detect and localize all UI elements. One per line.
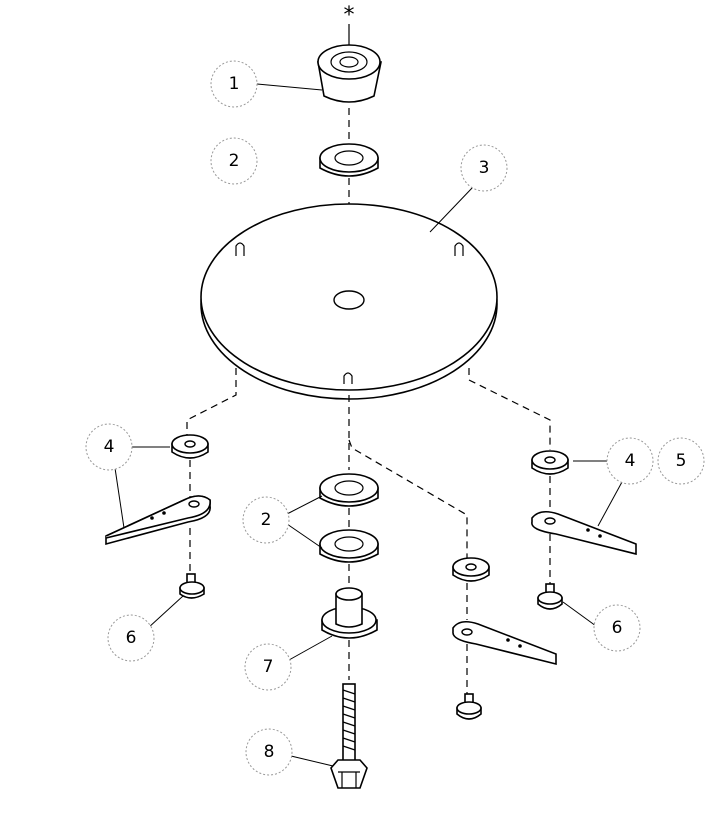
callout-4-left: 4 <box>85 423 133 471</box>
leader-8 <box>290 755 334 767</box>
callout-4-left-label: 4 <box>104 437 115 457</box>
callout-7-label: 7 <box>263 657 274 677</box>
callout-3: 3 <box>460 144 508 192</box>
part-7-bushing <box>321 587 378 639</box>
callout-7: 7 <box>244 643 292 691</box>
top-marker: * <box>344 3 355 28</box>
part-4-washer-right <box>531 450 569 475</box>
callout-6-left: 6 <box>107 614 155 662</box>
callout-5: 5 <box>657 437 705 485</box>
leader-7 <box>288 635 333 661</box>
callout-1-label: 1 <box>229 74 240 94</box>
part-lever-mid-right <box>452 620 557 666</box>
callout-2-top: 2 <box>210 137 258 185</box>
part-lever-right <box>531 510 637 556</box>
callout-4-right: 4 <box>606 437 654 485</box>
callout-2-bottom-label: 2 <box>261 510 272 530</box>
callout-2-top-label: 2 <box>229 151 240 171</box>
axis-dash-right <box>468 368 551 450</box>
leader-2b-upper <box>286 495 323 515</box>
part-2-washer-mid-1 <box>319 473 379 507</box>
callout-5-label: 5 <box>676 451 687 471</box>
leader-4a-lever <box>114 467 125 529</box>
leader-1 <box>256 83 323 91</box>
part-6-screw-right <box>537 583 563 610</box>
part-8-bolt <box>330 683 368 789</box>
part-4-washer-left <box>171 434 209 459</box>
leader-6b <box>562 601 597 627</box>
part-2-washer-top <box>319 143 379 177</box>
callout-6-left-label: 6 <box>126 628 137 648</box>
axis-dash-left <box>186 368 237 440</box>
part-washer-mid-right <box>452 557 490 582</box>
axis-dash-mid-right <box>348 439 468 560</box>
part-6-screw-left <box>179 573 205 599</box>
callout-6-right-label: 6 <box>612 618 623 638</box>
callout-2-bottom: 2 <box>242 496 290 544</box>
leader-6a <box>147 595 184 629</box>
callout-8-label: 8 <box>264 742 275 762</box>
leader-4b-lever <box>597 481 623 527</box>
callout-1: 1 <box>210 60 258 108</box>
part-3-disc <box>200 203 498 400</box>
callout-3-label: 3 <box>479 158 490 178</box>
callout-6-right: 6 <box>593 604 641 652</box>
part-1-cap <box>317 44 382 103</box>
part-2-washer-mid-2 <box>319 529 379 563</box>
callout-4-right-label: 4 <box>625 451 636 471</box>
part-screw-mid-right <box>456 693 482 720</box>
part-lever-left <box>105 495 211 546</box>
leader-3 <box>429 186 474 233</box>
leader-2b-lower <box>286 523 323 549</box>
callout-8: 8 <box>245 728 293 776</box>
